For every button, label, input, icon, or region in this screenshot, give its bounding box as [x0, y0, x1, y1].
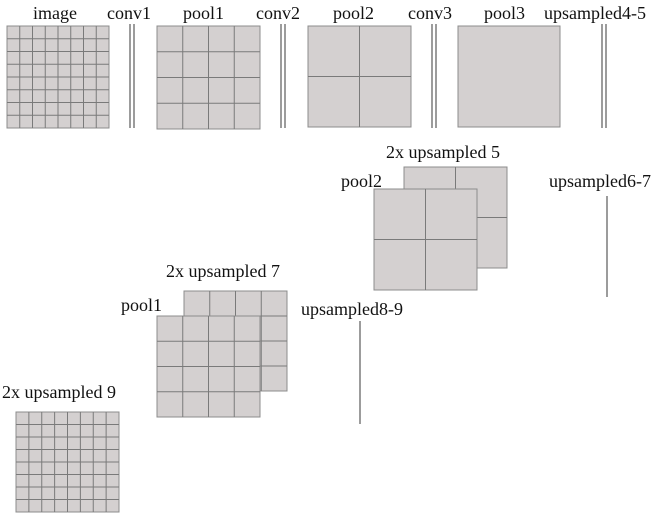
label-upsampled4-5: upsampled4-5 — [544, 3, 646, 23]
label-2x-upsampled-9: 2x upsampled 9 — [2, 382, 116, 402]
label-conv3: conv3 — [408, 3, 452, 23]
label-pool1: pool1 — [183, 3, 225, 23]
label-2x-upsampled-5: 2x upsampled 5 — [386, 142, 500, 162]
label-pool1-skip: pool1 — [121, 295, 163, 315]
label-image: image — [33, 3, 77, 23]
label-upsampled8-9: upsampled8-9 — [301, 299, 403, 319]
pool3-feature-map — [457, 25, 561, 128]
label-pool2: pool2 — [333, 3, 375, 23]
label-2x-upsampled-7: 2x upsampled 7 — [166, 261, 280, 281]
label-pool2-skip: pool2 — [341, 171, 383, 191]
label-conv2: conv2 — [256, 3, 300, 23]
label-upsampled6-7: upsampled6-7 — [549, 171, 651, 191]
label-pool3: pool3 — [484, 3, 526, 23]
label-conv1: conv1 — [107, 3, 151, 23]
